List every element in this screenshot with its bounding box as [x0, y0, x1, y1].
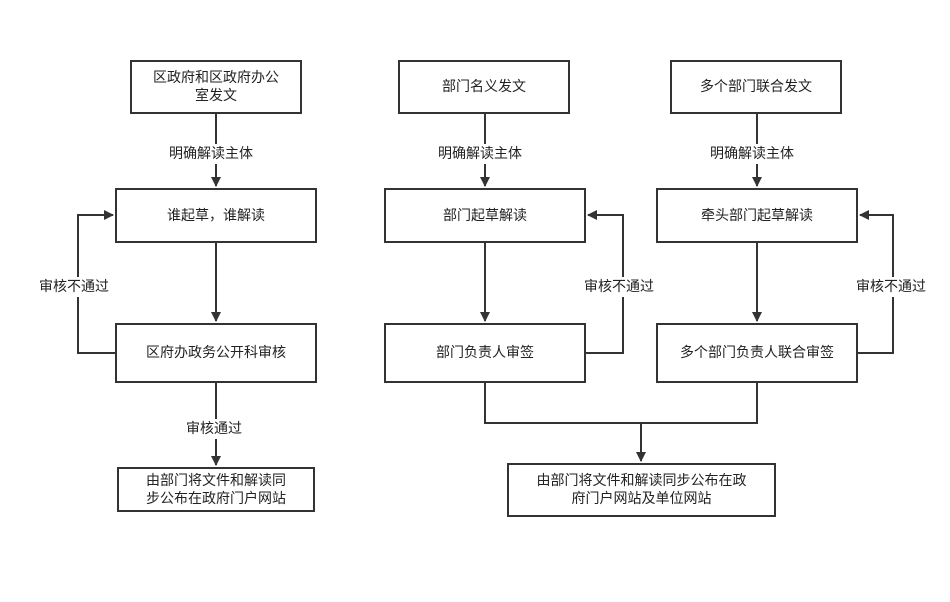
flow3-draft-box: 牵头部门起草解读 [656, 188, 858, 243]
flow1-subject-label: 明确解读主体 [166, 144, 256, 164]
flow2-review-box: 部门负责人审签 [384, 323, 586, 383]
flow3-review-box: 多个部门负责人联合审签 [656, 323, 858, 383]
flow1-review-box: 区府办政务公开科审核 [115, 323, 317, 383]
flow1-source-text: 区政府和区政府办公 室发文 [153, 70, 279, 104]
shared-publish-text: 由部门将文件和解读同步公布在政 府门户网站及单位网站 [536, 473, 747, 507]
flow2-draft-box: 部门起草解读 [384, 188, 586, 243]
flow3-subject-label: 明确解读主体 [707, 144, 797, 164]
flow3-review-text: 多个部门负责人联合审签 [680, 345, 834, 361]
flow1-source-box: 区政府和区政府办公 室发文 [130, 60, 302, 114]
flow1-draft-text: 谁起草，谁解读 [167, 207, 265, 224]
shared-publish-box: 由部门将文件和解读同步公布在政 府门户网站及单位网站 [507, 463, 776, 517]
flow2-reject-label: 审核不通过 [581, 277, 657, 297]
flow1-pass-label: 审核通过 [183, 419, 245, 439]
flow1-draft-box: 谁起草，谁解读 [115, 188, 317, 243]
flow1-review-text: 区府办政务公开科审核 [146, 345, 286, 361]
connector-merge [484, 383, 758, 424]
flow1-reject-label: 审核不通过 [36, 277, 112, 297]
flow2-draft-text: 部门起草解读 [443, 207, 527, 224]
flow3-reject-label: 审核不通过 [853, 277, 929, 297]
flow3-source-box: 多个部门联合发文 [670, 60, 842, 114]
flow3-draft-text: 牵头部门起草解读 [701, 207, 813, 224]
flow2-source-text: 部门名义发文 [442, 79, 526, 95]
flow2-source-box: 部门名义发文 [398, 60, 570, 114]
flow2-subject-label: 明确解读主体 [435, 144, 525, 164]
flow1-publish-box: 由部门将文件和解读同 步公布在政府门户网站 [117, 467, 315, 512]
flow2-review-text: 部门负责人审签 [436, 345, 534, 361]
flow3-source-text: 多个部门联合发文 [700, 79, 812, 95]
flow1-publish-text: 由部门将文件和解读同 步公布在政府门户网站 [146, 472, 286, 507]
